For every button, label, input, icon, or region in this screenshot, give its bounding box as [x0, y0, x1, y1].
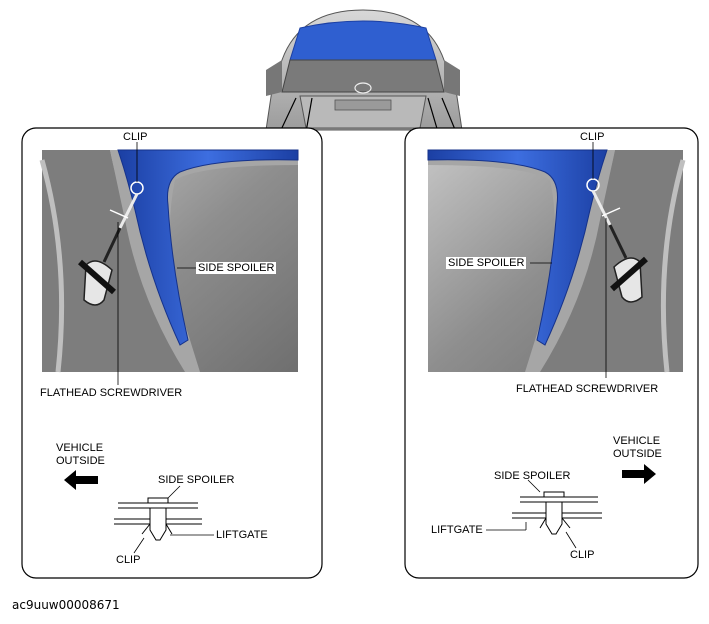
right-screwdriver-label: FLATHEAD SCREWDRIVER — [516, 383, 659, 395]
figure-code: ac9uuw00008671 — [12, 598, 120, 612]
left-panel — [21, 97, 323, 579]
left-section-spoiler-label: SIDE SPOILER — [158, 474, 235, 486]
left-section-clip-label: CLIP — [116, 554, 141, 566]
left-side-spoiler-label: SIDE SPOILER — [196, 262, 277, 274]
left-section-diagram — [114, 485, 214, 554]
right-side-spoiler-shape — [427, 149, 608, 346]
left-screwdriver-label: FLATHEAD SCREWDRIVER — [40, 387, 183, 399]
right-direction-label-1: VEHICLE — [613, 435, 661, 447]
left-direction-label-1: VEHICLE — [56, 442, 104, 454]
right-clip-label: CLIP — [580, 131, 605, 143]
left-side-spoiler-shape — [117, 149, 299, 346]
right-section-diagram — [486, 479, 602, 549]
left-direction-label-2: OUTSIDE — [56, 455, 105, 467]
left-arrow-icon — [64, 470, 98, 490]
right-side-spoiler-label: SIDE SPOILER — [446, 257, 527, 269]
right-direction-label-2: OUTSIDE — [613, 448, 662, 460]
left-clip-label: CLIP — [123, 131, 148, 143]
right-section-clip-label: CLIP — [570, 549, 595, 561]
left-photo — [39, 149, 299, 373]
right-section-spoiler-label: SIDE SPOILER — [494, 470, 571, 482]
right-panel — [404, 97, 699, 579]
right-photo — [427, 149, 686, 373]
left-section-liftgate-label: LIFTGATE — [216, 529, 268, 541]
right-section-liftgate-label: LIFTGATE — [431, 524, 483, 536]
right-arrow-icon — [622, 464, 656, 484]
car-rear-overview — [265, 9, 463, 131]
